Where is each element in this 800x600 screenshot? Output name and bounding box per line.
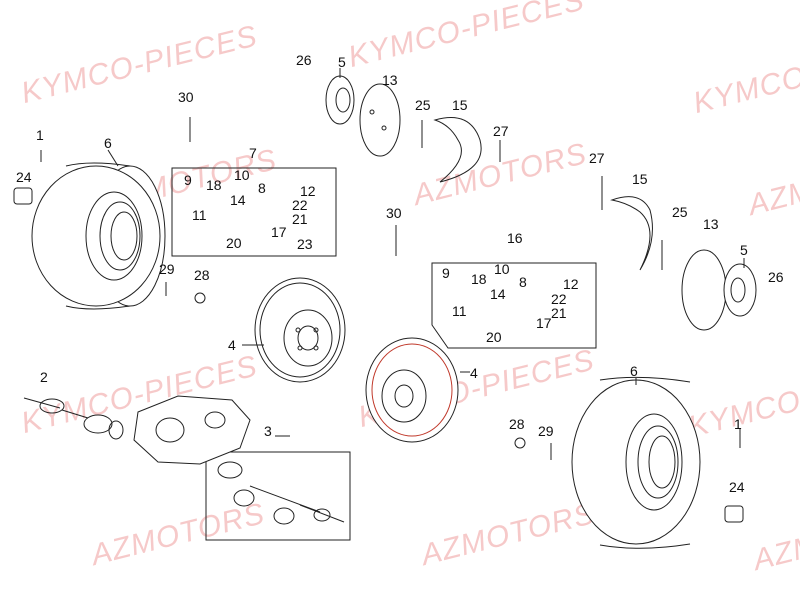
- drive-shaft-2-drawing: [23, 397, 124, 440]
- nut-24-right-drawing: [724, 505, 744, 523]
- callout-12: 12: [563, 276, 579, 292]
- disc-13-right-drawing: [681, 249, 727, 331]
- callout-1: 1: [734, 416, 742, 432]
- callout-14: 14: [230, 192, 246, 208]
- callout-24: 24: [729, 479, 745, 495]
- callout-15: 15: [452, 97, 468, 113]
- callout-18: 18: [471, 271, 487, 287]
- callout-29: 29: [538, 423, 554, 439]
- callout-1: 1: [36, 127, 44, 143]
- callout-28: 28: [509, 416, 525, 432]
- callout-21: 21: [292, 211, 308, 227]
- callout-5: 5: [338, 54, 346, 70]
- callout-27: 27: [493, 123, 509, 139]
- callout-25: 25: [672, 204, 688, 220]
- callout-24: 24: [16, 169, 32, 185]
- callout-17: 17: [536, 315, 552, 331]
- callout-22: 22: [292, 197, 308, 213]
- brake-disc-15-right-drawing: [610, 196, 653, 271]
- disc-13-top-drawing: [359, 83, 401, 157]
- callout-30: 30: [178, 89, 194, 105]
- callout-26: 26: [768, 269, 784, 285]
- hub-right-drawing: [723, 263, 757, 317]
- tire-left-drawing: [31, 162, 166, 310]
- callout-26: 26: [296, 52, 312, 68]
- callout-5: 5: [740, 242, 748, 258]
- callout-28: 28: [194, 267, 210, 283]
- callout-12: 12: [300, 183, 316, 199]
- callout-6: 6: [104, 135, 112, 151]
- callout-4: 4: [228, 337, 236, 353]
- rim-left-drawing: [254, 277, 346, 383]
- callout-25: 25: [415, 97, 431, 113]
- caliper-kit-frame-16: [431, 262, 597, 349]
- callout-23: 23: [297, 236, 313, 252]
- hub-top-drawing: [325, 75, 355, 125]
- callout-18: 18: [206, 177, 222, 193]
- callout-6: 6: [630, 363, 638, 379]
- drive-shaft-3-drawing: [217, 461, 345, 525]
- callout-9: 9: [184, 172, 192, 188]
- callout-22: 22: [551, 291, 567, 307]
- callout-21: 21: [551, 305, 567, 321]
- callout-4: 4: [470, 365, 478, 381]
- nut-28-right-drawing: [514, 437, 526, 449]
- callout-30: 30: [386, 205, 402, 221]
- leader-lines: [107, 68, 745, 437]
- callout-29: 29: [159, 261, 175, 277]
- callout-13: 13: [703, 216, 719, 232]
- callout-20: 20: [486, 329, 502, 345]
- callout-3: 3: [264, 423, 272, 439]
- tire-right-drawing: [571, 376, 701, 549]
- callout-11: 11: [192, 207, 207, 223]
- callout-8: 8: [258, 180, 266, 196]
- callout-16: 16: [507, 230, 523, 246]
- callout-10: 10: [234, 167, 250, 183]
- differential-drawing: [133, 395, 251, 465]
- drive-shaft-kit-frame-3: [205, 451, 351, 541]
- callout-14: 14: [490, 286, 506, 302]
- callout-13: 13: [382, 72, 398, 88]
- callout-7: 7: [249, 145, 257, 161]
- callout-17: 17: [271, 224, 287, 240]
- callout-10: 10: [494, 261, 510, 277]
- callout-27: 27: [589, 150, 605, 166]
- callout-9: 9: [442, 265, 450, 281]
- callout-8: 8: [519, 274, 527, 290]
- callout-2: 2: [40, 369, 48, 385]
- caliper-kit-frame-7: [171, 167, 337, 257]
- callout-20: 20: [226, 235, 242, 251]
- rim-right-drawing: [365, 337, 459, 443]
- callout-15: 15: [632, 171, 648, 187]
- brake-disc-15-top-drawing: [433, 117, 482, 183]
- callout-11: 11: [452, 303, 467, 319]
- nut-24-left-drawing: [13, 187, 33, 205]
- nut-28-left-drawing: [194, 292, 206, 304]
